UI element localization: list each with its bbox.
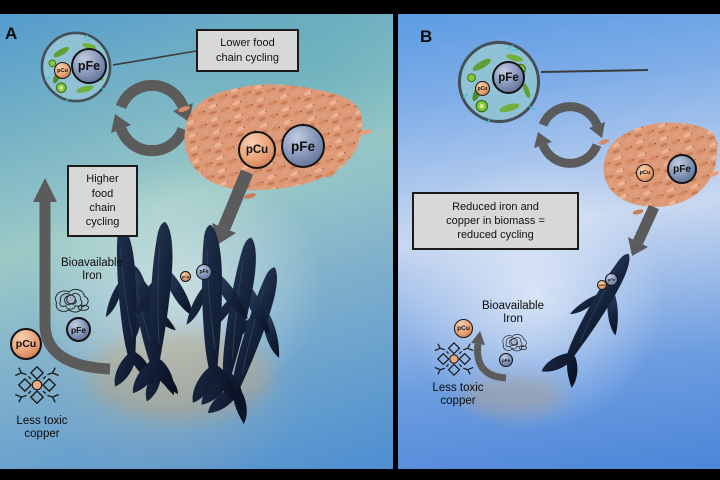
bioavailable-iron-label-b: Bioavailable Iron <box>481 300 544 326</box>
pcu-badge-whale-a: pCu <box>180 271 191 282</box>
panel-a-letter: A <box>5 24 18 43</box>
pfe-badge-whale-b: pFe <box>605 273 618 286</box>
recycle-arrow-b <box>471 331 507 382</box>
iron-ligand-molecule-a <box>55 288 90 313</box>
less-toxic-copper-label-a: Less toxic copper <box>16 415 68 441</box>
iron-ligand-molecule-b <box>502 334 528 352</box>
cycling-arrows-a <box>111 79 193 157</box>
pointer-line-b <box>540 69 649 73</box>
pcu-label: pCu <box>245 144 269 156</box>
pcu-badge-krill-b: pCu <box>636 164 654 182</box>
pfe-label: pFe <box>501 357 510 363</box>
pcu-label: pCu <box>57 67 68 74</box>
cycling-arrows-b <box>534 102 605 168</box>
panel-a-artwork <box>14 31 372 429</box>
pfe-badge-recycled-a: pFe <box>66 317 91 342</box>
krill-swarm-a <box>178 84 372 199</box>
pfe-badge-whale-a: pFe <box>196 264 212 280</box>
pfe-label: pFe <box>70 324 87 335</box>
panel-b-artwork <box>434 40 720 416</box>
pcu-label: pCu <box>182 274 189 279</box>
pcu-label: pCu <box>15 338 37 350</box>
food-chain-arrow-b <box>628 204 660 256</box>
sediment-cloud-b <box>463 376 563 416</box>
pcu-badge-recycled-b: pCu <box>454 319 473 338</box>
higher-food-chain-box: Higher food chain cycling <box>67 165 138 237</box>
panel-b: B Reduced iron and copper in biomass = r… <box>398 14 720 469</box>
less-toxic-copper-label-b: Less toxic copper <box>432 382 484 408</box>
copper-porphyrin-molecule-a <box>14 366 60 404</box>
pfe-badge-recycled-b: pFe <box>499 353 513 367</box>
pfe-label: pFe <box>199 269 209 275</box>
pfe-label: pFe <box>290 138 315 154</box>
bioavailable-iron-label-a: Bioavailable Iron <box>60 257 123 283</box>
pfe-label: pFe <box>77 59 101 73</box>
pfe-label: pFe <box>607 277 616 282</box>
pcu-badge-recycled-a: pCu <box>10 328 42 360</box>
pfe-badge-krill-a: pFe <box>281 124 325 168</box>
pcu-label: pCu <box>477 85 488 92</box>
lower-food-chain-text: Lower food chain cycling <box>216 37 279 64</box>
copper-porphyrin-molecule-b <box>434 342 474 376</box>
pcu-label: pCu <box>639 170 651 176</box>
pcu-badge-plankton-a: pCu <box>54 62 71 79</box>
higher-food-chain-text: Higher food chain cycling <box>85 173 120 229</box>
lower-food-chain-box: Lower food chain cycling <box>196 29 299 72</box>
reduced-cycling-text: Reduced iron and copper in biomass = red… <box>446 200 545 242</box>
pcu-badge-plankton-b: pCu <box>475 81 490 96</box>
pcu-badge-whale-b: pCu <box>597 280 607 290</box>
pfe-label: pFe <box>673 163 691 175</box>
recycle-arrow-a <box>33 178 111 375</box>
pcu-badge-krill-a: pCu <box>238 131 276 169</box>
krill-swarm-b <box>598 122 720 215</box>
pfe-badge-plankton-b: pFe <box>492 61 525 94</box>
panel-a: A Lower food chain cycling Higher food c… <box>0 14 393 469</box>
pfe-label: pFe <box>498 71 519 84</box>
pfe-badge-krill-b: pFe <box>667 154 697 184</box>
reduced-cycling-box: Reduced iron and copper in biomass = red… <box>412 192 579 250</box>
pcu-label: pCu <box>457 325 470 332</box>
pfe-badge-plankton-a: pFe <box>71 48 107 84</box>
pcu-label: pCu <box>599 283 605 287</box>
pointer-line-a <box>112 50 197 66</box>
panel-b-letter: B <box>420 27 433 46</box>
